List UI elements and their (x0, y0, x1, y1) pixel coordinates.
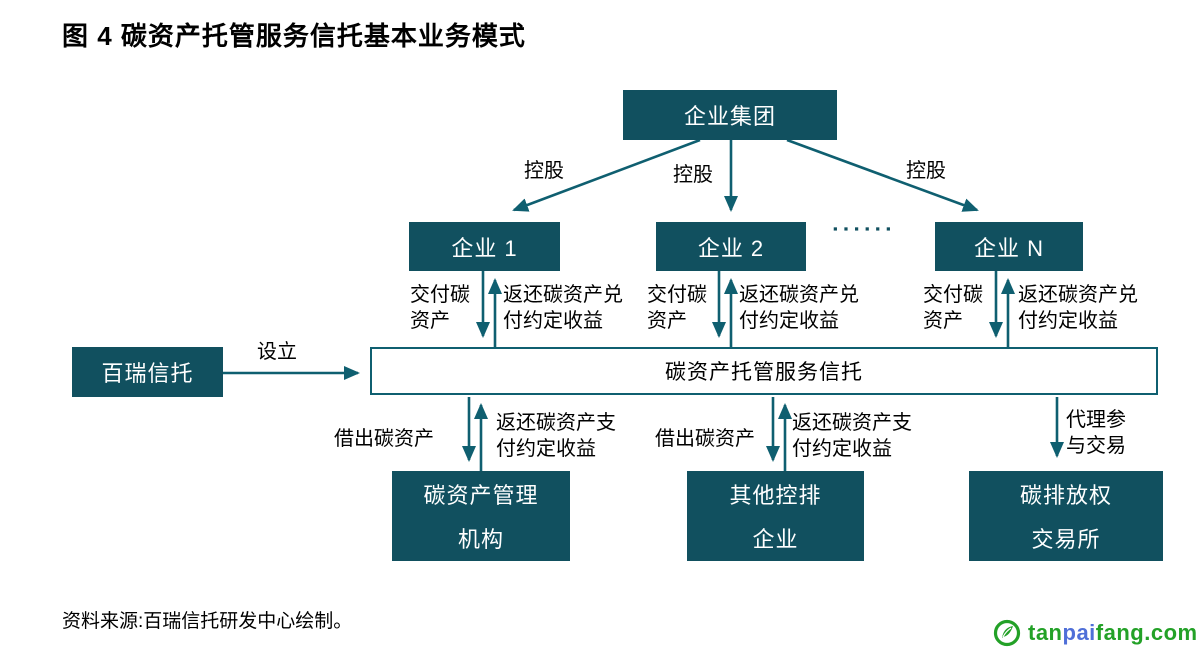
edge-label-establish: 设立 (257, 341, 297, 363)
node-enterprise-n: 企业 N (935, 222, 1083, 271)
page-title: 图 4 碳资产托管服务信托基本业务模式 (62, 21, 526, 51)
edge-label-deliver-1-line1: 交付碳 (410, 284, 470, 306)
node-carbon-exchange: 碳排放权 交易所 (969, 471, 1163, 561)
edge-label-return-lower-2: 返还碳资产支 付约定收益 (792, 410, 912, 462)
edge-label-return-upper-2-line1: 返还碳资产兑 (739, 284, 859, 306)
edge-label-deliver-2-line1: 交付碳 (647, 284, 707, 306)
edge-label-lend-1: 借出碳资产 (334, 428, 434, 450)
node-carbon-asset-manager-line2: 机构 (457, 527, 504, 552)
edge-label-holding-middle: 控股 (673, 164, 713, 186)
logo-text-fang: fang.com (1095, 620, 1198, 645)
node-trust: 碳资产托管服务信托 (370, 347, 1158, 395)
edge-label-return-upper-3-line1: 返还碳资产兑 (1018, 284, 1138, 306)
node-carbon-exchange-line1: 碳排放权 (1019, 483, 1112, 508)
logo-text-pai: pai (1062, 620, 1096, 645)
source-note: 资料来源:百瑞信托研发中心绘制。 (62, 611, 353, 632)
edge-label-holding-left: 控股 (524, 160, 564, 182)
edge-label-agent: 代理参 与交易 (1066, 407, 1126, 459)
site-logo: tanpaifang.com (993, 619, 1198, 647)
node-trustee: 百瑞信托 (72, 347, 223, 397)
edge-label-return-upper-3: 返还碳资产兑 付约定收益 (1018, 282, 1138, 334)
node-enterprise-group: 企业集团 (623, 90, 837, 140)
edge-label-deliver-2: 交付碳 资产 (647, 282, 707, 334)
leaf-icon (993, 619, 1021, 647)
edge-label-deliver-1: 交付碳 资产 (410, 282, 470, 334)
edge-label-agent-line2: 与交易 (1066, 435, 1126, 457)
ellipsis-dots: ▪▪▪▪▪▪ (833, 221, 897, 236)
edge-label-return-upper-2: 返还碳资产兑 付约定收益 (739, 282, 859, 334)
node-other-controlled-enterprises: 其他控排 企业 (687, 471, 864, 561)
edge-label-return-upper-1-line2: 付约定收益 (503, 310, 603, 332)
edge-label-return-lower-1-line2: 付约定收益 (496, 438, 596, 460)
edge-label-deliver-3-line2: 资产 (923, 310, 963, 332)
edge-label-return-lower-2-line2: 付约定收益 (792, 438, 892, 460)
arrow-holding-right (786, 138, 979, 212)
edge-label-return-lower-2-line1: 返还碳资产支 (792, 412, 912, 434)
edge-label-return-upper-1: 返还碳资产兑 付约定收益 (503, 282, 623, 334)
logo-text: tanpaifang.com (1028, 620, 1198, 646)
edge-label-deliver-2-line2: 资产 (647, 310, 687, 332)
edge-label-return-lower-1-line1: 返还碳资产支 (496, 412, 616, 434)
edge-label-deliver-1-line2: 资产 (410, 310, 450, 332)
node-other-controlled-enterprises-line2: 企业 (752, 527, 799, 552)
edge-label-return-upper-1-line1: 返还碳资产兑 (503, 284, 623, 306)
node-other-controlled-enterprises-line1: 其他控排 (729, 483, 822, 508)
edge-label-lend-2: 借出碳资产 (655, 428, 755, 450)
logo-text-tan: tan (1028, 620, 1063, 645)
edge-label-agent-line1: 代理参 (1066, 409, 1126, 431)
edge-label-deliver-3-line1: 交付碳 (923, 284, 983, 306)
edge-label-return-upper-3-line2: 付约定收益 (1018, 310, 1118, 332)
edge-label-holding-right: 控股 (906, 160, 946, 182)
edge-label-return-lower-1: 返还碳资产支 付约定收益 (496, 410, 616, 462)
node-carbon-asset-manager: 碳资产管理 机构 (392, 471, 570, 561)
node-carbon-asset-manager-line1: 碳资产管理 (423, 483, 539, 508)
node-enterprise-2: 企业 2 (656, 222, 806, 271)
node-enterprise-1: 企业 1 (409, 222, 560, 271)
edge-label-deliver-3: 交付碳 资产 (923, 282, 983, 334)
edge-label-return-upper-2-line2: 付约定收益 (739, 310, 839, 332)
node-carbon-exchange-line2: 交易所 (1031, 527, 1101, 552)
